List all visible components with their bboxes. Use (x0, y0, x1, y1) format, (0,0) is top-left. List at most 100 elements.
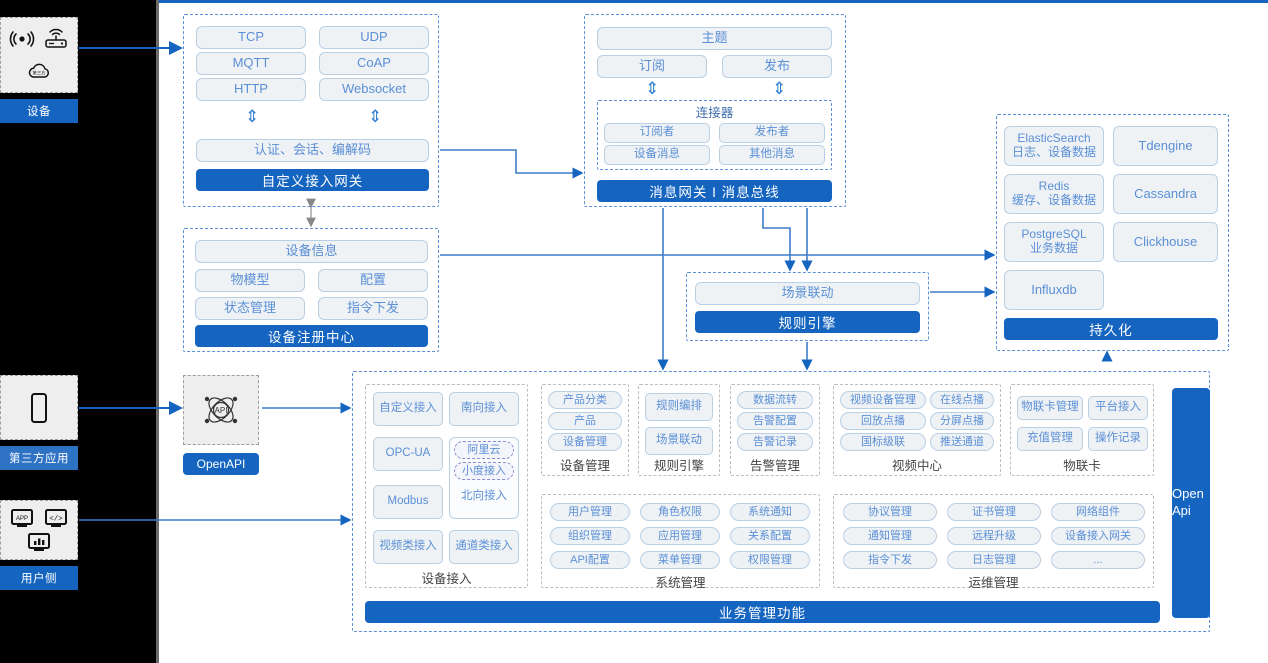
store-redis[interactable]: Redis 缓存、设备数据 (1004, 174, 1104, 214)
store-postgresql-sub: 业务数据 (1029, 241, 1078, 255)
updown-arrow-icon-left: ⇕ (245, 107, 260, 126)
persistence-bar[interactable]: 持久化 (1004, 318, 1218, 340)
code-monitor-icon: </> (45, 509, 67, 528)
auth-session-codec[interactable]: 认证、会话、编解码 (196, 139, 429, 162)
svg-text:第三方: 第三方 (33, 70, 47, 77)
protocol-udp[interactable]: UDP (319, 26, 429, 49)
group-device-mgmt (541, 384, 629, 476)
om-cert-mgmt[interactable]: 证书管理 (947, 503, 1041, 521)
om-log-mgmt[interactable]: 日志管理 (947, 551, 1041, 569)
protocol-http[interactable]: HTTP (196, 78, 306, 101)
message-gateway-bar[interactable]: 消息网关 I 消息总线 (597, 180, 832, 202)
group-ops-mgmt (833, 494, 1154, 588)
om-remote-upgrade[interactable]: 远程升级 (947, 527, 1041, 545)
registry-command-dispatch[interactable]: 指令下发 (318, 297, 428, 320)
om-network-component[interactable]: 网络组件 (1051, 503, 1145, 521)
sm-api-config[interactable]: API配置 (550, 551, 630, 569)
access-xiaodu[interactable]: 小度接入 (454, 462, 514, 480)
ic-operation-log[interactable]: 操作记录 (1088, 427, 1148, 451)
om-more[interactable]: ... (1051, 551, 1145, 569)
store-elasticsearch[interactable]: ElasticSearch 日志、设备数据 (1004, 126, 1104, 166)
access-custom[interactable]: 自定义接入 (373, 392, 443, 426)
open-api-vertical-bar[interactable]: Open Api (1172, 388, 1210, 618)
store-redis-name: Redis (1038, 179, 1070, 194)
dm-device-mgmt[interactable]: 设备管理 (548, 433, 622, 451)
access-southbound[interactable]: 南向接入 (449, 392, 519, 426)
vc-split-screen[interactable]: 分屏点播 (930, 412, 994, 430)
connector-title: 连接器 (695, 106, 734, 120)
access-opc-ua[interactable]: OPC-UA (373, 437, 443, 471)
rule-scene-linkage[interactable]: 场景联动 (695, 282, 920, 305)
connector-publisher[interactable]: 发布者 (719, 123, 825, 143)
sm-user-mgmt[interactable]: 用户管理 (550, 503, 630, 521)
topic-pill[interactable]: 主题 (597, 27, 832, 50)
group-video-center-title: 视频中心 (891, 459, 942, 473)
store-elasticsearch-sub: 日志、设备数据 (1011, 145, 1096, 159)
registry-config[interactable]: 配置 (318, 269, 428, 292)
dm-product-category[interactable]: 产品分类 (548, 391, 622, 409)
protocol-coap[interactable]: CoAP (319, 52, 429, 75)
business-management-bar[interactable]: 业务管理功能 (365, 601, 1160, 623)
vc-gb-cascade[interactable]: 国标级联 (840, 433, 926, 451)
sm-app-mgmt[interactable]: 应用管理 (640, 527, 720, 545)
group-iot-card (1010, 384, 1154, 476)
updown-arrow-icon-right: ⇕ (368, 107, 383, 126)
registry-state-mgmt[interactable]: 状态管理 (195, 297, 305, 320)
connector-other-message[interactable]: 其他消息 (719, 145, 825, 165)
message-bus-group (584, 14, 846, 207)
om-protocol-mgmt[interactable]: 协议管理 (843, 503, 937, 521)
third-party-icon-box (0, 375, 78, 440)
registry-device-info[interactable]: 设备信息 (195, 240, 428, 263)
store-influxdb[interactable]: Influxdb (1004, 270, 1104, 310)
re-scene-linkage[interactable]: 场景联动 (645, 427, 713, 455)
store-cassandra[interactable]: Cassandra (1113, 174, 1218, 214)
ic-platform-access[interactable]: 平台接入 (1088, 396, 1148, 420)
protocol-websocket[interactable]: Websocket (319, 78, 429, 101)
am-alarm-config[interactable]: 告警配置 (737, 412, 813, 430)
om-notice-mgmt[interactable]: 通知管理 (843, 527, 937, 545)
am-data-flow[interactable]: 数据流转 (737, 391, 813, 409)
publish-pill[interactable]: 发布 (722, 55, 832, 78)
custom-access-gateway-bar[interactable]: 自定义接入网关 (196, 169, 429, 191)
group-alarm-mgmt-title: 告警管理 (749, 459, 800, 473)
re-rule-orchestration[interactable]: 规则编排 (645, 393, 713, 421)
ic-recharge-mgmt[interactable]: 充值管理 (1017, 427, 1083, 451)
subscribe-pill[interactable]: 订阅 (597, 55, 707, 78)
sm-org-mgmt[interactable]: 组织管理 (550, 527, 630, 545)
store-clickhouse[interactable]: Clickhouse (1113, 222, 1218, 262)
vc-push-channel[interactable]: 推送通道 (930, 433, 994, 451)
protocol-tcp[interactable]: TCP (196, 26, 306, 49)
dm-product[interactable]: 产品 (548, 412, 622, 430)
rule-engine-bar[interactable]: 规则引擎 (695, 311, 920, 333)
connector-device-message[interactable]: 设备消息 (604, 145, 710, 165)
sm-relation-config[interactable]: 关系配置 (730, 527, 810, 545)
sm-role-permission[interactable]: 角色权限 (640, 503, 720, 521)
openapi-label[interactable]: OpenAPI (183, 453, 259, 475)
app-monitor-icon: APP (11, 509, 33, 528)
device-registry-bar[interactable]: 设备注册中心 (195, 325, 428, 347)
access-video[interactable]: 视频类接入 (373, 530, 443, 564)
am-alarm-record[interactable]: 告警记录 (737, 433, 813, 451)
ic-card-mgmt[interactable]: 物联卡管理 (1017, 396, 1083, 420)
sm-menu-mgmt[interactable]: 菜单管理 (640, 551, 720, 569)
router-icon (45, 28, 67, 48)
cloud-icon: 第三方 (28, 63, 49, 78)
store-tdengine[interactable]: Tdengine (1113, 126, 1218, 166)
openapi-block: API OpenAPI (183, 375, 259, 475)
connector-subscriber[interactable]: 订阅者 (604, 123, 710, 143)
sidebar-separator (156, 0, 159, 663)
vc-video-device-mgmt[interactable]: 视频设备管理 (840, 391, 926, 409)
protocol-mqtt[interactable]: MQTT (196, 52, 306, 75)
registry-thing-model[interactable]: 物模型 (195, 269, 305, 292)
access-aliyun[interactable]: 阿里云 (454, 441, 514, 459)
om-device-access-gateway[interactable]: 设备接入网关 (1051, 527, 1145, 545)
vc-live-vod[interactable]: 在线点播 (930, 391, 994, 409)
sm-permission-mgmt[interactable]: 权限管理 (730, 551, 810, 569)
om-command-dispatch[interactable]: 指令下发 (843, 551, 937, 569)
store-postgresql[interactable]: PostgreSQL 业务数据 (1004, 222, 1104, 262)
access-modbus[interactable]: Modbus (373, 485, 443, 519)
vc-playback[interactable]: 回放点播 (840, 412, 926, 430)
group-rule-engine-title: 规则引擎 (653, 459, 704, 473)
access-channel[interactable]: 通道类接入 (449, 530, 519, 564)
sm-system-notice[interactable]: 系统通知 (730, 503, 810, 521)
